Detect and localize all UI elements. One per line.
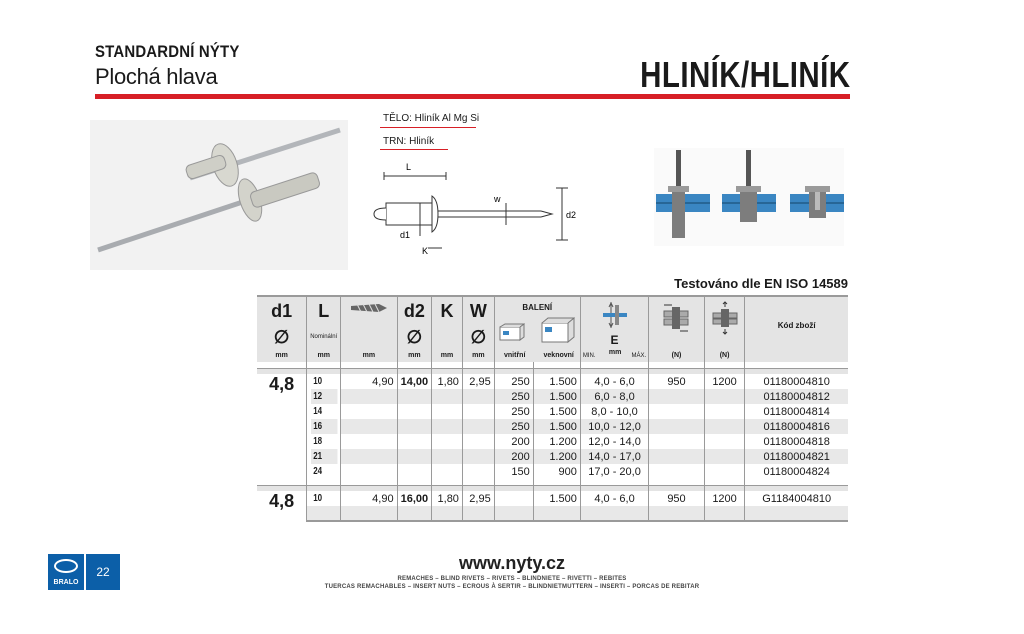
- header-d2: d2: [403, 301, 425, 321]
- header-E: E: [610, 333, 619, 347]
- material-title: HLINÍK/HLINÍK: [639, 54, 850, 95]
- table-row: 21 200 1.200 14,0 - 17,0 01180004821: [257, 449, 848, 464]
- outer-box-icon: [541, 317, 575, 343]
- header-outer: veknovní: [543, 352, 574, 359]
- table-row: 24 150 900 17,0 - 20,0 01180004824: [257, 464, 848, 479]
- inner-box-icon: [499, 323, 525, 341]
- table-row: 14 250 1.500 8,0 - 10,0 01180004814: [257, 404, 848, 419]
- table-row: 4,8 10 4,90 16,00 1,80 2,95 1.500 4,0 - …: [257, 491, 848, 521]
- header-divider: [95, 94, 850, 99]
- table-row: 12 250 1.500 6,0 - 8,0 01180004812: [257, 389, 848, 404]
- footer-products-line2: TUERCAS REMACHABLES – INSERT NUTS – ECRO…: [324, 584, 700, 590]
- spec-underline: [380, 127, 476, 128]
- page-number: 22: [86, 554, 120, 590]
- header-d1: d1: [271, 301, 293, 321]
- spec-mandrel: TRN: Hliník: [383, 136, 435, 147]
- installation-sequence: [654, 148, 844, 246]
- section-kicker: STANDARDNÍ NÝTY: [95, 42, 240, 61]
- header-min: MIN.: [582, 353, 596, 359]
- table-row: 16 250 1.500 10,0 - 12,0 01180004816: [257, 419, 848, 434]
- header-product-code: Kód zboží: [777, 321, 816, 330]
- header-W: W: [469, 301, 487, 321]
- tensile-strength-icon: [712, 301, 738, 335]
- header-inner: vnitřní: [504, 352, 526, 359]
- header-nominal: Nominální: [310, 333, 338, 340]
- test-standard: Testováno dle EN ISO 14589: [674, 276, 848, 291]
- diameter-icon: ∅: [406, 326, 423, 347]
- drill-bit-icon: [350, 303, 387, 313]
- table-row: 4,8 10 4,90 14,00 1,80 2,95 250 1.500 4,…: [257, 374, 848, 479]
- table-row: 18 200 1.200 12,0 - 14,0 01180004818: [257, 434, 848, 449]
- grip-range-icon: [602, 301, 627, 329]
- table-row: [257, 506, 848, 522]
- diameter-icon: ∅: [470, 326, 487, 347]
- header-max: MÁX.: [631, 353, 647, 359]
- header-L: L: [318, 301, 330, 321]
- website-url[interactable]: www.nyty.cz: [458, 553, 566, 573]
- diameter-icon: ∅: [273, 326, 290, 347]
- label-d2: d2: [566, 210, 576, 220]
- label-K: K: [422, 246, 428, 256]
- label-d1: d1: [400, 230, 410, 240]
- header-e-unit: mm: [608, 349, 622, 356]
- footer-products-line1: REMACHES – BLIND RIVETS – RIVETS – BLIND…: [397, 576, 627, 582]
- group1-d1: 4,8: [257, 374, 308, 479]
- header-K: K: [440, 301, 454, 321]
- bralo-logo: BRALO: [48, 554, 84, 590]
- shear-strength-icon: [663, 304, 689, 332]
- label-w: w: [493, 194, 501, 204]
- spec-underline: [380, 149, 448, 150]
- rivet-diagram: L w d1 d2 K: [373, 162, 576, 256]
- rivet-photo: [90, 120, 348, 270]
- label-L: L: [406, 162, 411, 172]
- group2-d1: 4,8: [257, 491, 308, 521]
- header-packaging: BALENÍ: [522, 303, 553, 312]
- spec-body: TĚLO: Hliník Al Mg Si: [383, 113, 480, 124]
- page-subtitle: Plochá hlava: [95, 64, 218, 89]
